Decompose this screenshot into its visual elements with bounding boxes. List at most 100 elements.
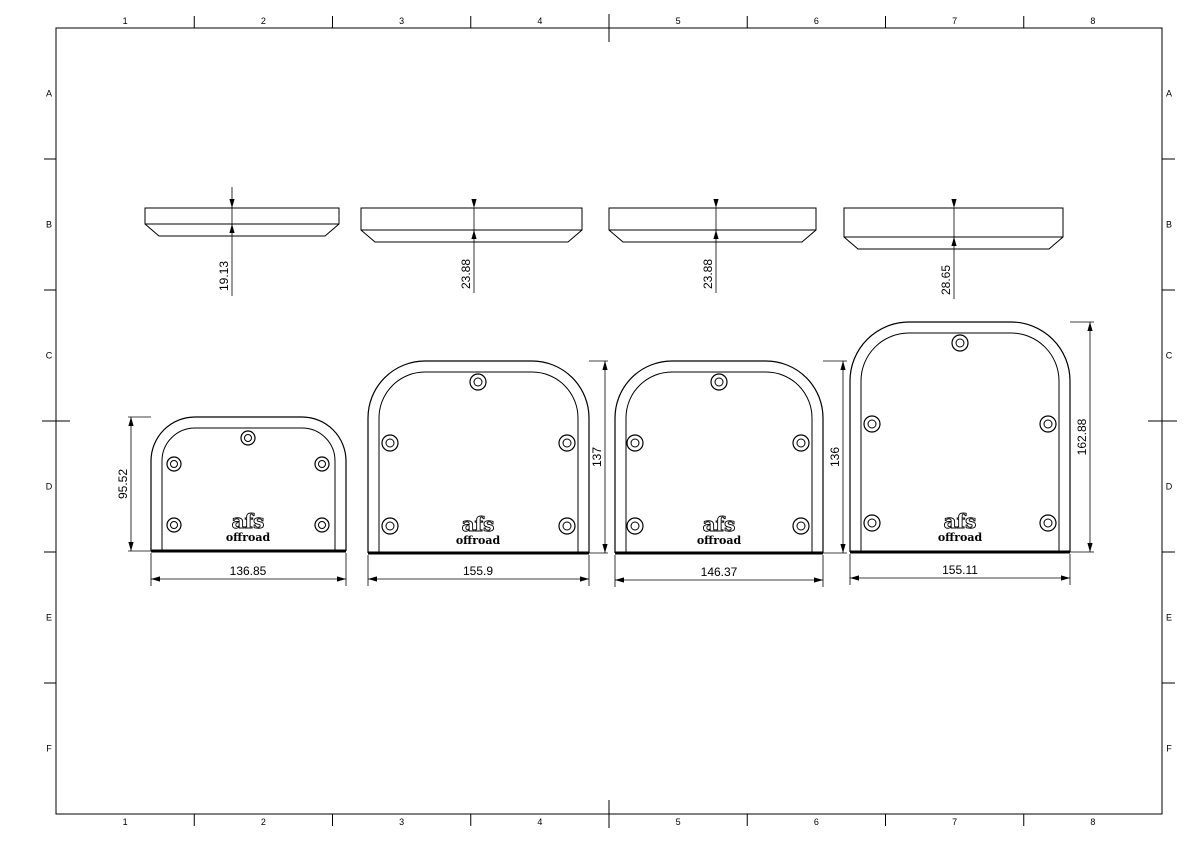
border-frame xyxy=(55,27,1163,815)
row-label: C xyxy=(1166,351,1173,361)
logo-afs: afs xyxy=(703,512,736,536)
arrowhead xyxy=(840,361,846,370)
row-label: E xyxy=(46,613,52,623)
row-label: F xyxy=(1166,744,1172,754)
arrowhead xyxy=(713,199,719,208)
hole-inner-ring xyxy=(867,419,877,429)
column-label: 3 xyxy=(399,16,404,26)
mounting-hole xyxy=(469,373,487,391)
width-dimension: 155.11 xyxy=(942,563,978,577)
hole-inner-ring xyxy=(170,521,178,529)
mounting-hole xyxy=(166,456,182,472)
mounting-hole xyxy=(166,517,182,533)
height-dimension: 162.88 xyxy=(1075,418,1089,455)
row-label: A xyxy=(1166,89,1172,99)
arrowhead xyxy=(229,224,235,233)
outer-outline xyxy=(614,360,824,553)
row-label: C xyxy=(46,351,53,361)
arrowhead xyxy=(1087,543,1093,552)
hole-inner-ring xyxy=(1043,419,1053,429)
mounting-hole xyxy=(381,517,399,535)
arrowhead xyxy=(951,237,957,246)
arrowhead xyxy=(602,361,608,370)
hole-inner-ring xyxy=(170,460,178,468)
height-dimension: 137 xyxy=(590,447,604,467)
side-view-part-3: 23.88 xyxy=(608,199,817,293)
column-label: 5 xyxy=(676,16,681,26)
row-label: A xyxy=(46,89,52,99)
mounting-hole xyxy=(792,434,810,452)
column-label: 4 xyxy=(537,817,542,827)
inner-outline xyxy=(378,371,579,553)
column-label: 1 xyxy=(123,16,128,26)
mounting-hole xyxy=(558,434,576,452)
column-label: 2 xyxy=(261,16,266,26)
inner-outline xyxy=(161,427,336,551)
hole-inner-ring xyxy=(630,521,640,531)
mounting-hole xyxy=(792,517,810,535)
column-label: 2 xyxy=(261,817,266,827)
arrowhead xyxy=(580,576,589,582)
width-dimension: 136.85 xyxy=(230,564,267,578)
outer-outline xyxy=(849,321,1071,552)
hole-inner-ring xyxy=(1043,518,1053,528)
arrowhead xyxy=(128,542,134,551)
mounting-hole xyxy=(240,430,256,446)
arrowhead xyxy=(713,230,719,239)
mounting-hole xyxy=(1039,514,1057,532)
side-profile xyxy=(360,207,583,243)
arrowhead xyxy=(151,576,160,582)
thickness-dimension: 23.88 xyxy=(701,259,715,289)
hole-inner-ring xyxy=(796,438,806,448)
arrowhead xyxy=(337,576,346,582)
column-label: 7 xyxy=(952,16,957,26)
mounting-hole xyxy=(1039,415,1057,433)
mounting-hole xyxy=(314,456,330,472)
hole-inner-ring xyxy=(562,521,572,531)
thickness-dimension: 19.13 xyxy=(217,261,231,291)
width-dimension: 155.9 xyxy=(463,564,493,578)
inner-outline xyxy=(625,371,813,553)
hole-inner-ring xyxy=(562,438,572,448)
front-views: afsoffroad136.8595.52afsoffroad155.9137a… xyxy=(116,321,1094,587)
mounting-hole xyxy=(314,517,330,533)
column-label: 8 xyxy=(1090,16,1095,26)
side-profile xyxy=(608,207,817,243)
mounting-hole xyxy=(558,517,576,535)
height-dimension: 136 xyxy=(828,447,842,467)
hole-inner-ring xyxy=(867,518,877,528)
logo-offroad: offroad xyxy=(938,531,983,544)
side-view-part-2: 23.88 xyxy=(360,199,583,293)
hole-inner-ring xyxy=(473,377,483,387)
base-edge xyxy=(615,551,823,555)
thickness-dimension: 28.65 xyxy=(939,265,953,295)
arrowhead xyxy=(814,577,823,583)
side-view-part-1: 19.13 xyxy=(144,187,340,296)
column-label: 1 xyxy=(123,817,128,827)
thickness-dimension: 23.88 xyxy=(459,259,473,289)
column-label: 6 xyxy=(814,817,819,827)
logo-offroad: offroad xyxy=(226,531,271,544)
side-views: 19.13 23.88 23.88 28.65 xyxy=(144,187,1064,299)
mounting-hole xyxy=(626,517,644,535)
hole-inner-ring xyxy=(796,521,806,531)
arrowhead xyxy=(471,199,477,208)
outer-outline xyxy=(367,360,590,553)
row-label: F xyxy=(46,744,52,754)
inner-outline xyxy=(860,332,1060,552)
arrowhead xyxy=(471,230,477,239)
column-label: 4 xyxy=(537,16,542,26)
logo-offroad: offroad xyxy=(456,534,501,547)
row-label: D xyxy=(46,482,53,492)
column-label: 8 xyxy=(1090,817,1095,827)
arrowhead xyxy=(1061,575,1070,581)
column-label: 7 xyxy=(952,817,957,827)
row-label: B xyxy=(46,220,52,230)
arrowhead xyxy=(1087,322,1093,331)
column-label: 3 xyxy=(399,817,404,827)
hole-inner-ring xyxy=(955,338,965,348)
logo-afs: afs xyxy=(944,509,977,533)
